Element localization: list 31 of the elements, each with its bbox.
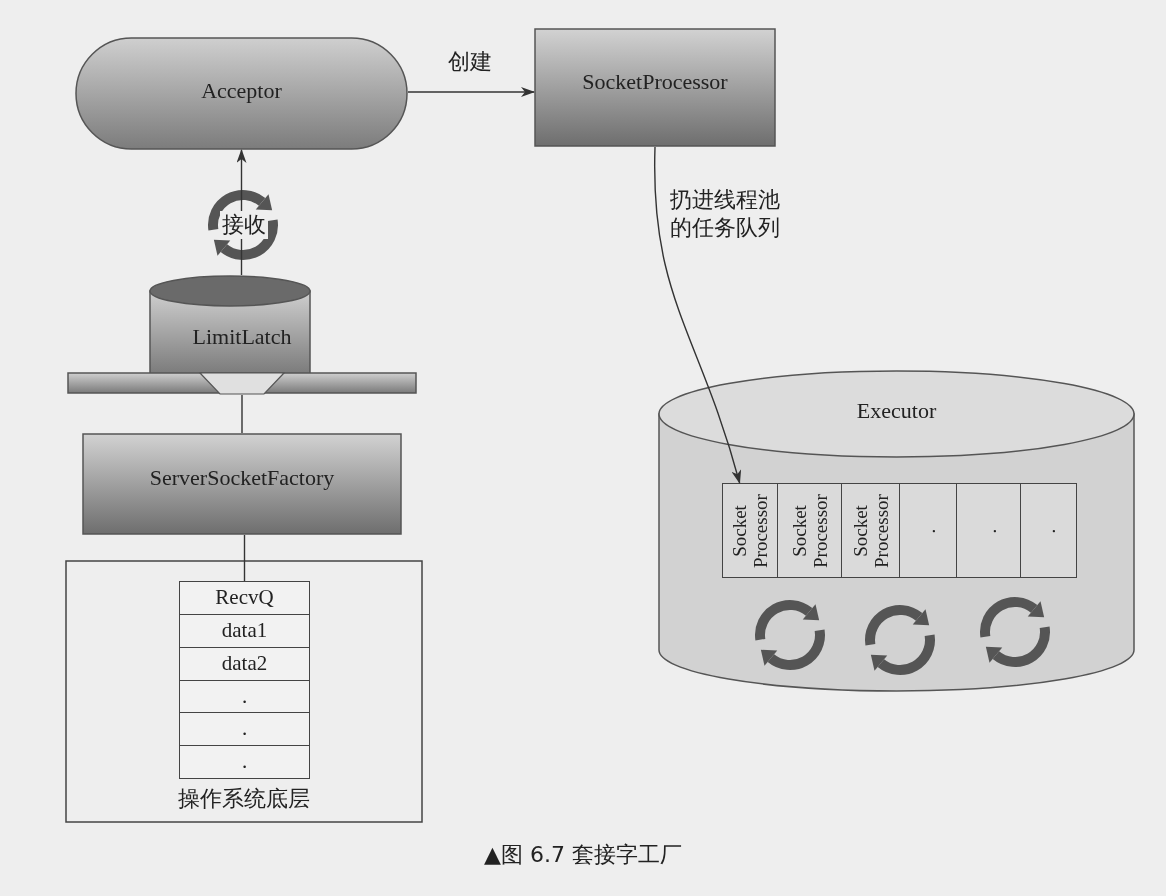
task-queue xyxy=(722,483,1075,578)
queue-slot: Socket Processor xyxy=(777,483,843,578)
queue-table xyxy=(179,581,310,778)
connector-line xyxy=(243,534,246,582)
node-label: Executor xyxy=(856,397,937,425)
layer-label: 操作系统底层 xyxy=(178,785,310,813)
process-box xyxy=(534,28,776,147)
cylinder-drawing xyxy=(658,370,1135,692)
cylinder-drawing xyxy=(67,275,417,395)
node-label: Acceptor xyxy=(201,77,282,105)
queue-slot: . xyxy=(956,483,1022,578)
queue-slot: . xyxy=(899,483,958,578)
arrow xyxy=(654,146,741,484)
layer-frame xyxy=(65,560,423,823)
figure-caption: ▲图 6.7 套接字工厂 xyxy=(484,842,682,867)
node-label: ServerSocketFactory xyxy=(149,464,335,492)
queue-row: RecvQ xyxy=(179,581,310,616)
queue-row: . xyxy=(179,745,310,780)
queue-slot: . xyxy=(1020,483,1077,578)
edge-label: 扔进线程池的任务队列 xyxy=(669,186,781,242)
connector-line xyxy=(241,394,243,434)
queue-row: data2 xyxy=(179,646,310,681)
node-label: SocketProcessor xyxy=(582,68,728,96)
queue-slot: Socket Processor xyxy=(722,483,779,578)
queue-row: . xyxy=(179,679,310,714)
node-label: LimitLatch xyxy=(192,323,292,351)
arrow xyxy=(407,87,535,97)
queue-slot: Socket Processor xyxy=(841,483,901,578)
edge-label: 接收 xyxy=(220,211,268,239)
process-box xyxy=(82,433,402,535)
queue-row: . xyxy=(179,712,310,747)
